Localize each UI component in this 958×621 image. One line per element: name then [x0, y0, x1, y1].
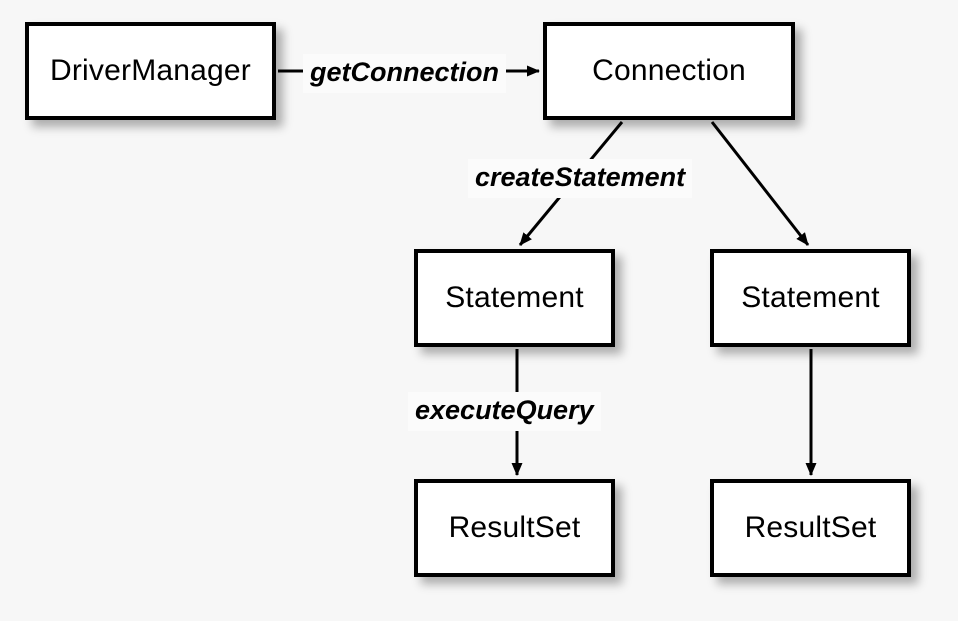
node-label-statement-right: Statement — [741, 281, 880, 314]
node-label-statement-left: Statement — [445, 281, 584, 314]
node-label-resultset-right: ResultSet — [744, 511, 877, 544]
node-label-connection: Connection — [592, 54, 746, 87]
edge-createstatement-2 — [710, 121, 810, 246]
node-resultset-left[interactable]: ResultSet — [414, 479, 615, 577]
edge-label-getconnection: getConnection — [303, 54, 506, 93]
node-connection[interactable]: Connection — [543, 22, 795, 120]
node-statement-right[interactable]: Statement — [710, 249, 911, 347]
edge-label-createstatement: createStatement — [468, 159, 693, 198]
node-driver-manager[interactable]: DriverManager — [25, 22, 276, 120]
node-label-driver-manager: DriverManager — [50, 54, 251, 87]
edge-label-executequery: executeQuery — [408, 392, 601, 431]
node-statement-left[interactable]: Statement — [414, 249, 615, 347]
node-resultset-right[interactable]: ResultSet — [710, 479, 911, 577]
node-label-resultset-left: ResultSet — [448, 511, 581, 544]
